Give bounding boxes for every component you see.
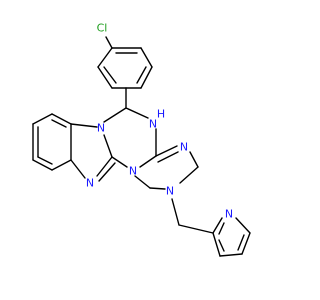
- bond: [125, 107, 149, 119]
- bond: [218, 222, 225, 235]
- bond: [103, 107, 127, 123]
- bond: [70, 123, 98, 128]
- bond: [97, 47, 113, 68]
- triazine-imine-nitrogen-label: N: [180, 141, 188, 154]
- bond: [140, 47, 153, 68]
- atom-labels: Cl H N N N N N N N: [86, 22, 233, 221]
- bond: [32, 113, 53, 125]
- bond: [237, 234, 245, 251]
- bond: [136, 66, 147, 84]
- bond: [97, 66, 113, 89]
- bond: [178, 224, 214, 234]
- bond: [51, 119, 67, 128]
- bond: [103, 66, 117, 84]
- bond: [51, 159, 72, 171]
- benzimidazole-imine-nitrogen-label: N: [86, 177, 94, 190]
- nh-hydrogen-label: H: [157, 108, 165, 121]
- bond: [212, 232, 221, 257]
- bond: [105, 36, 113, 49]
- bond: [235, 217, 251, 234]
- bond: [157, 151, 179, 163]
- bond: [241, 232, 251, 255]
- bond: [32, 159, 53, 171]
- bond: [149, 187, 166, 190]
- bond: [139, 155, 157, 168]
- molecule-svg: Cl H N N N N N N N: [32, 22, 251, 257]
- bridgehead-nitrogen-label: N: [129, 165, 137, 178]
- ring-amine-nitrogen-label: N: [166, 185, 174, 198]
- bonds: [32, 36, 251, 257]
- pyridine-nitrogen-label: N: [225, 208, 233, 221]
- bond: [103, 134, 113, 158]
- bond: [111, 156, 128, 168]
- bond: [51, 113, 72, 125]
- nh-nitrogen-label: N: [149, 118, 157, 131]
- bond: [179, 166, 199, 184]
- bond: [70, 159, 86, 179]
- molecule-structure-diagram: Cl H N N N N N N N: [32, 22, 251, 257]
- chlorine-label: Cl: [97, 22, 108, 35]
- bond: [212, 217, 223, 234]
- bond: [189, 151, 199, 168]
- bond: [219, 253, 243, 257]
- bond: [171, 198, 180, 226]
- bond: [218, 239, 225, 252]
- benzimidazole-fused-nitrogen-label: N: [97, 122, 105, 135]
- bond: [37, 156, 53, 165]
- bond: [98, 162, 116, 182]
- bond: [155, 145, 178, 157]
- bond: [96, 156, 113, 177]
- bond: [134, 175, 151, 189]
- bond: [140, 66, 153, 89]
